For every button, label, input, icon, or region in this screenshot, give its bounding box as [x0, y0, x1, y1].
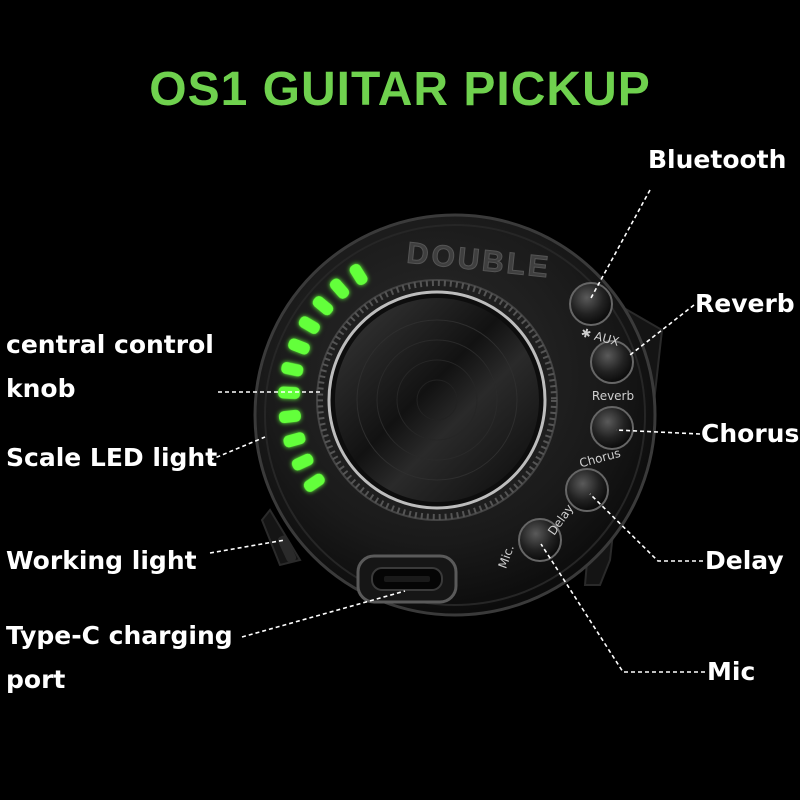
led-segment [288, 338, 310, 355]
type-c-charging-port[interactable] [356, 554, 458, 604]
callout-line-working-light [209, 539, 286, 554]
callout-line-delay [589, 493, 703, 562]
led-segment [291, 453, 314, 471]
chorus-button[interactable] [590, 406, 634, 450]
reverb-printed-label: Reverb [592, 389, 634, 403]
led-segment [303, 473, 325, 492]
mic-button[interactable] [518, 518, 562, 562]
led-segment [329, 278, 350, 299]
label-working-light: Working light [6, 546, 197, 575]
delay-button[interactable] [565, 468, 609, 512]
led-segment [298, 316, 321, 335]
callout-line-mic [540, 543, 705, 673]
page-title: OS1 GUITAR PICKUP [149, 63, 651, 116]
central-control-knob[interactable] [316, 279, 558, 521]
label-chorus: Chorus [701, 419, 800, 448]
working-light [277, 535, 297, 563]
led-segment [312, 296, 334, 316]
callout-line-scale-led [209, 436, 266, 461]
label-type-c-line1: Type-C charging [6, 621, 233, 650]
bluetooth-button[interactable] [569, 282, 613, 326]
callout-line-chorus [615, 429, 701, 435]
label-type-c-line2: port [6, 665, 66, 694]
reverb-button[interactable] [590, 340, 634, 384]
label-scale-led-light: Scale LED light [6, 443, 218, 472]
pickup-body-inner-rim [264, 224, 646, 606]
label-mic: Mic [707, 657, 756, 686]
label-central-control-knob: central control knob [6, 323, 214, 411]
label-central-knob-line2: knob [6, 374, 76, 403]
callout-line-type-c [241, 590, 406, 638]
label-bluetooth: Bluetooth [648, 145, 787, 174]
led-segment [278, 409, 301, 424]
led-segment [349, 263, 368, 286]
led-segment [283, 432, 306, 448]
label-delay: Delay [705, 546, 784, 575]
led-segment [281, 362, 304, 377]
label-reverb: Reverb [695, 289, 795, 318]
label-central-knob-line1: central control [6, 330, 214, 359]
label-type-c-charging-port: Type-C charging port [6, 614, 233, 702]
